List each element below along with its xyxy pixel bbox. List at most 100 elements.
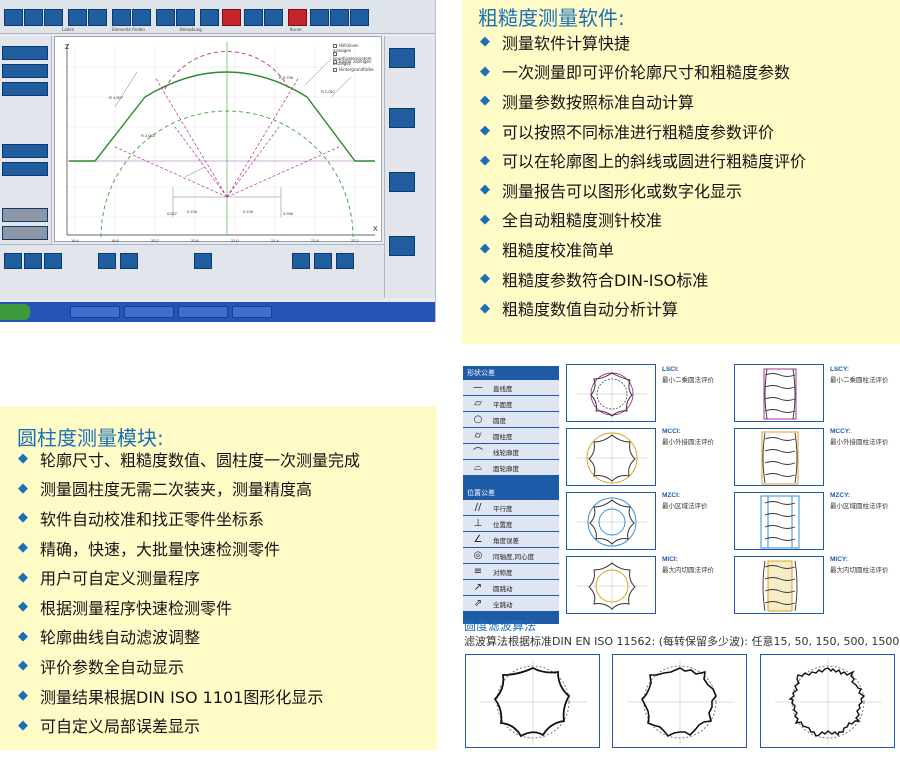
start-button[interactable] [0, 304, 30, 320]
taskbar-item[interactable] [232, 306, 272, 318]
fit-icon[interactable] [330, 9, 349, 26]
mzci-diagram [577, 495, 647, 549]
table-row: ≡对称度 [463, 564, 559, 580]
profile-svg: Z X R 5,796 R 2,062 R 2,067 R 4,507 0,10… [65, 42, 378, 243]
filter-title: 圆度滤波算法 [464, 619, 537, 633]
x-tick-label: 21,0 [231, 238, 240, 243]
diamond-bullet-icon: ◆ [480, 211, 490, 227]
measure-active-icon[interactable] [222, 9, 241, 26]
method-desc: 最小二乘圆柱法评价 [830, 376, 889, 384]
mzcy-figure [734, 492, 824, 550]
table-row: ⊥位置度 [463, 516, 559, 532]
table-row: ∠角度误差 [463, 532, 559, 548]
checkbox-show-coordinates[interactable]: Koordinatensystem anzeigen [333, 51, 377, 66]
table-header: 形状公差 [467, 369, 495, 377]
method-desc: 最小二乘圆法评价 [662, 376, 714, 384]
taskbar-item[interactable] [178, 306, 228, 318]
element-tool-icon[interactable] [2, 64, 48, 78]
list-item: ◆测量报告可以图形化或数字化显示 [480, 181, 743, 201]
method-desc: 最大内切圆柱法评价 [830, 566, 889, 574]
checkbox-show-lines[interactable]: Hilfslinien anzeigen [333, 43, 359, 53]
print-icon[interactable] [44, 9, 63, 26]
list-item: ◆可自定义局部误差显示 [18, 717, 201, 737]
diamond-bullet-icon: ◆ [18, 451, 28, 467]
view-tool-icon[interactable] [389, 48, 415, 68]
evaluate-icon[interactable] [4, 253, 22, 269]
total-runout-icon: ⇗ [473, 598, 483, 609]
list-item: ◆一次测量即可评价轮廓尺寸和粗糙度参数 [480, 63, 791, 83]
zoom-icon[interactable] [310, 9, 329, 26]
x-tick-label: 22,2 [351, 238, 360, 243]
line-tool-icon[interactable] [112, 9, 131, 26]
filter-description: 滤波算法根据标准DIN EN ISO 11562: (每转保留多少波): 任意1… [464, 635, 900, 648]
curve-tool-icon[interactable] [288, 9, 307, 26]
rotate-icon[interactable] [244, 9, 263, 26]
form-tolerance-table: 形状公差 —直线度 ▱平面度 ○圆度 ⌭圆柱度 ⌒线轮廓度 ⌓面轮廓度 [463, 366, 559, 488]
evaluate-icon[interactable] [120, 253, 138, 269]
save-icon[interactable] [24, 9, 43, 26]
checkbox-background[interactable]: Hintergrundfarbe [333, 67, 377, 74]
dimension-label: 0,936 [283, 211, 294, 216]
taskbar-item[interactable] [70, 306, 120, 318]
angle-tool-icon[interactable] [132, 9, 151, 26]
view-tool-icon[interactable] [389, 236, 415, 256]
table-row: —直线度 [463, 380, 559, 396]
evaluate-icon[interactable] [336, 253, 354, 269]
list-item: ◆全自动粗糙度测针校准 [480, 211, 663, 231]
list-item: ◆测量结果根据DIN ISO 1101图形化显示 [18, 687, 324, 707]
element-tool-icon[interactable] [2, 162, 48, 176]
diamond-bullet-icon: ◆ [18, 717, 28, 733]
angularity-icon: ∠ [473, 534, 483, 545]
table-row: ⌓面轮廓度 [463, 460, 559, 476]
arc-tool-icon[interactable] [156, 9, 175, 26]
dimension-label: 0,627 [167, 211, 178, 216]
evaluate-icon[interactable] [98, 253, 116, 269]
app-toolbar: Laden Elemente finden Bemaßung Kurve [0, 0, 435, 34]
element-tool-icon[interactable] [2, 82, 48, 96]
list-item: ◆评价参数全自动显示 [18, 657, 185, 677]
x-tick-label: 21,4 [271, 238, 280, 243]
mici-figure [566, 556, 656, 614]
method-code: MCCI: [662, 428, 681, 435]
grid-icon[interactable] [350, 9, 369, 26]
dimension-tool-icon[interactable] [200, 9, 219, 26]
diamond-bullet-icon: ◆ [18, 569, 28, 585]
diamond-bullet-icon: ◆ [18, 688, 28, 704]
diamond-bullet-icon: ◆ [480, 123, 490, 139]
method-code: LSCY: [830, 366, 850, 373]
taskbar-item[interactable] [124, 306, 174, 318]
radius-tool-icon[interactable] [264, 9, 283, 26]
evaluate-icon[interactable] [24, 253, 42, 269]
software-screenshot: Laden Elemente finden Bemaßung Kurve [0, 0, 436, 322]
layout-icon[interactable] [68, 9, 87, 26]
micy-diagram [762, 560, 798, 612]
lscy-diagram [763, 368, 797, 420]
delete-icon[interactable] [88, 9, 107, 26]
open-file-icon[interactable] [4, 9, 23, 26]
method-desc: 最小区域法评价 [662, 502, 708, 510]
flatness-icon: ▱ [474, 398, 482, 409]
element-tool-icon[interactable] [2, 144, 48, 158]
element-tool-icon[interactable] [2, 46, 48, 60]
view-tool-icon[interactable] [389, 172, 415, 192]
checkbox-show-grid[interactable]: Raster anzeigen [333, 59, 377, 66]
evaluate-icon[interactable] [314, 253, 332, 269]
concentricity-icon: ◎ [473, 550, 483, 561]
circular-runout-icon: ↗ [473, 582, 483, 593]
profile-plot: Z X R 5,796 R 2,062 R 2,067 R 4,507 0,10… [54, 36, 382, 243]
circle-tool-icon[interactable] [176, 9, 195, 26]
view-tool-icon[interactable] [389, 108, 415, 128]
diamond-bullet-icon: ◆ [18, 658, 28, 674]
table-row: //平行度 [463, 500, 559, 516]
radius-label: R 4,507 [109, 95, 124, 100]
diamond-bullet-icon: ◆ [480, 63, 490, 79]
diamond-bullet-icon: ◆ [480, 152, 490, 168]
element-tool-icon[interactable] [2, 226, 48, 240]
method-code: MICI: [662, 556, 678, 563]
list-item: ◆根据测量程序快速检测零件 [18, 598, 233, 618]
element-tool-icon[interactable] [2, 208, 48, 222]
evaluate-icon[interactable] [292, 253, 310, 269]
evaluate-icon[interactable] [194, 253, 212, 269]
method-desc: 最小区域圆柱法评价 [830, 502, 889, 510]
evaluate-icon[interactable] [44, 253, 62, 269]
